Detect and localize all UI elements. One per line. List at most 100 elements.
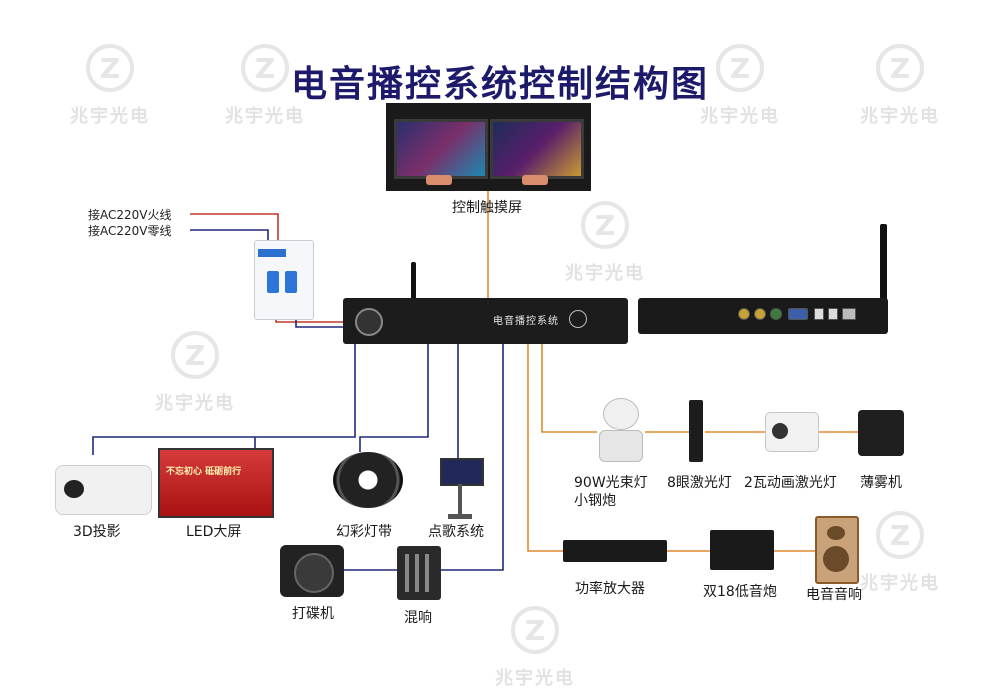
audio-port-icon: [754, 308, 766, 320]
kiosk-pole: [458, 484, 462, 514]
rear-panel: [638, 298, 888, 334]
beam-head: [603, 398, 639, 430]
watermark-text: 兆宇光电: [565, 263, 645, 284]
power-knob-icon: [355, 308, 383, 336]
fader-icon: [405, 554, 409, 592]
beam-light-image: [597, 398, 643, 462]
fog-machine-image: [858, 410, 904, 456]
breaker-switch: [285, 271, 297, 293]
watermark-logo-icon: Z: [581, 201, 629, 249]
jog-wheel-icon: [294, 553, 334, 593]
power-neutral-label: 接AC220V零线: [88, 224, 172, 238]
eye8-laser-image: [689, 400, 703, 462]
wire-live: [190, 213, 279, 245]
mixer-image: [397, 546, 441, 600]
watermark: Z 兆宇光电: [140, 325, 250, 415]
touch-screen-display: [394, 119, 488, 179]
circuit-breaker: [254, 240, 314, 320]
tweeter-icon: [827, 526, 845, 540]
watermark-text: 兆宇光电: [70, 106, 150, 127]
touch-screen-image: [386, 103, 591, 191]
power-live-label: 接AC220V火线: [88, 208, 172, 222]
watermark-text: 兆宇光电: [225, 106, 305, 127]
main-control-unit: 电音播控系统: [343, 298, 628, 344]
watermark: Z 兆宇光电: [685, 38, 795, 128]
cdj-label: 打碟机: [292, 606, 334, 622]
touch-screen-label: 控制触摸屏: [452, 200, 522, 216]
light-strip-label: 幻彩灯带: [336, 524, 392, 540]
watermark: Z 兆宇光电: [480, 600, 590, 690]
antenna-icon: [411, 262, 416, 300]
watermark-text: 兆宇光电: [155, 393, 235, 414]
kiosk-screen: [440, 458, 484, 486]
antenna-icon: [880, 224, 887, 312]
page-title: 电音播控系统控制结构图: [290, 64, 709, 105]
audio-port-icon: [770, 308, 782, 320]
light-strip-image: [333, 452, 403, 508]
watermark: Z 兆宇光电: [55, 38, 165, 128]
fader-icon: [415, 554, 419, 592]
watermark-text: 兆宇光电: [860, 573, 940, 594]
svg-text:Z: Z: [100, 52, 120, 85]
wire-strip: [359, 344, 429, 452]
touch-screen-display: [490, 119, 584, 179]
touch-screen-stand: [426, 175, 452, 185]
wire-projector-led: [92, 344, 356, 455]
eye8-laser-label: 8眼激光灯: [667, 475, 732, 491]
watermark: Z 兆宇光电: [845, 38, 955, 128]
ethernet-port-icon: [842, 308, 856, 320]
watermark-logo-icon: Z: [876, 44, 924, 92]
watermark: Z 兆宇光电: [210, 38, 320, 128]
wire-mixer: [441, 344, 504, 571]
audio-port-icon: [738, 308, 750, 320]
watermark: Z 兆宇光电: [845, 505, 955, 595]
amplifier-image: [563, 540, 667, 562]
breaker-brand-tag: [258, 249, 286, 257]
lens-icon: [64, 480, 84, 498]
cdj-image: [280, 545, 344, 597]
wire-lights: [541, 344, 597, 433]
fader-icon: [425, 554, 429, 592]
kiosk-base: [448, 514, 472, 519]
song-system-label: 点歌系统: [428, 524, 484, 540]
laser-lens-icon: [772, 423, 788, 439]
watermark-logo-icon: Z: [716, 44, 764, 92]
woofer-icon: [823, 546, 849, 572]
subwoofer-image: [710, 530, 774, 570]
svg-text:Z: Z: [595, 209, 615, 242]
speaker-label: 电音音响: [806, 587, 862, 603]
watermark-text: 兆宇光电: [860, 106, 940, 127]
song-system-image: [440, 458, 484, 520]
breaker-switch: [267, 271, 279, 293]
watermark: Z 兆宇光电: [550, 195, 660, 285]
unit-logo-icon: [569, 310, 587, 328]
fog-label: 薄雾机: [860, 475, 902, 491]
svg-text:Z: Z: [890, 52, 910, 85]
svg-text:Z: Z: [890, 519, 910, 552]
anim-laser-label: 2瓦动画激光灯: [744, 475, 837, 491]
svg-text:Z: Z: [185, 339, 205, 372]
usb-port-icon: [814, 308, 824, 320]
projector-image: [55, 465, 152, 515]
touch-screen-stand: [522, 175, 548, 185]
wire-neutral-out: [295, 318, 343, 328]
watermark-text: 兆宇光电: [495, 668, 575, 689]
wire-amp: [527, 344, 563, 552]
beam-light-label: 90W光束灯: [574, 475, 648, 491]
watermark-text: 兆宇光电: [700, 106, 780, 127]
anim-laser-image: [765, 412, 819, 452]
main-unit-label: 电音播控系统: [493, 316, 559, 327]
svg-text:Z: Z: [525, 614, 545, 647]
amplifier-label: 功率放大器: [575, 581, 645, 597]
usb-port-icon: [828, 308, 838, 320]
vga-port-icon: [788, 308, 808, 320]
watermark-logo-icon: Z: [171, 331, 219, 379]
mixer-label: 混响: [404, 610, 432, 626]
beam-base: [599, 430, 643, 462]
watermark-logo-icon: Z: [511, 606, 559, 654]
svg-text:Z: Z: [730, 52, 750, 85]
svg-text:Z: Z: [255, 52, 275, 85]
led-screen-image: 不忘初心 砥砺前行: [158, 448, 274, 518]
speaker-image: [815, 516, 859, 584]
